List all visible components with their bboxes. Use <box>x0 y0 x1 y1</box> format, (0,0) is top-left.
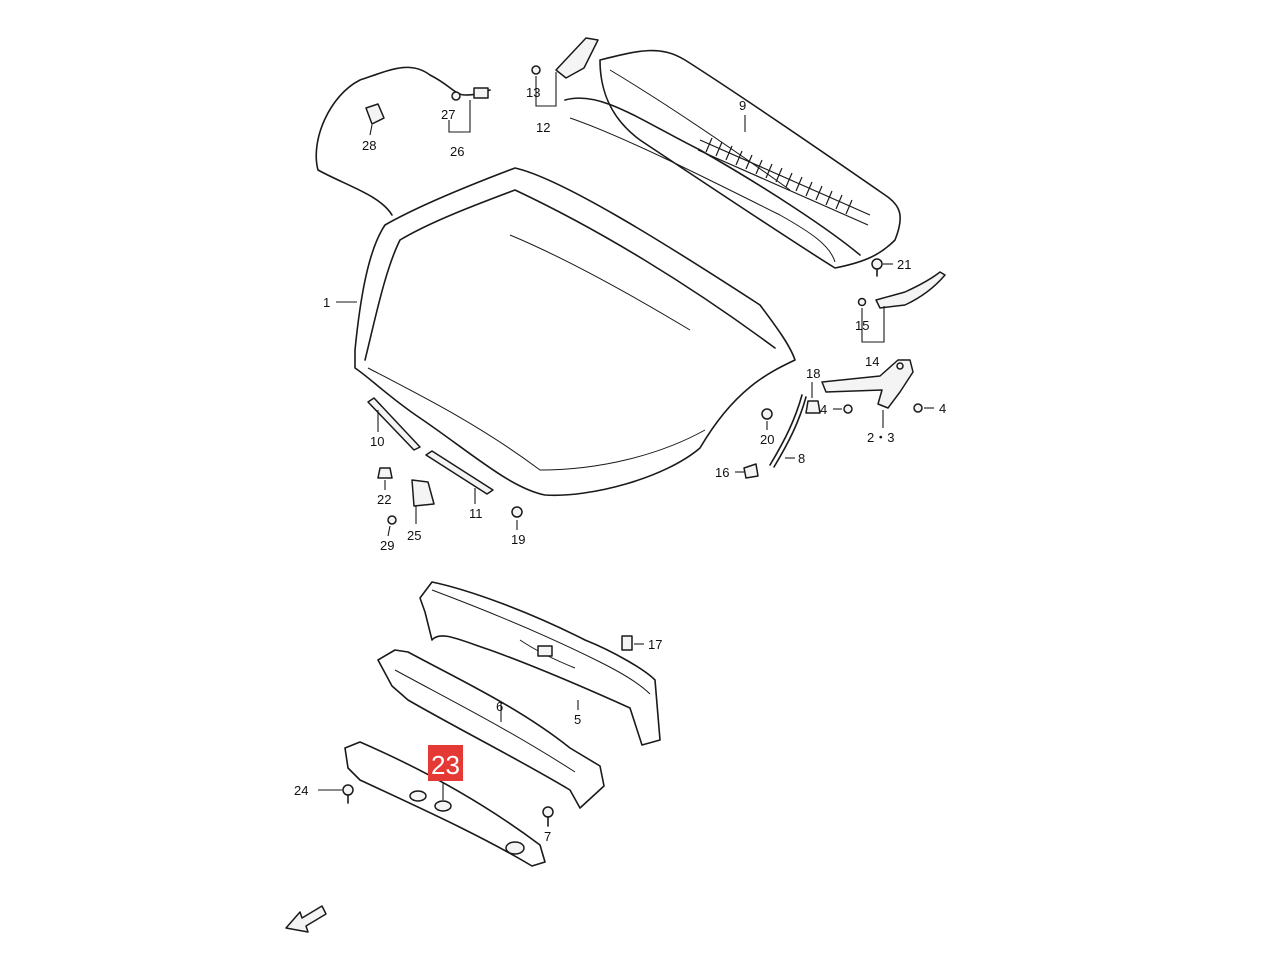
callout-5: 5 <box>574 712 581 727</box>
bolt-7 <box>542 806 554 827</box>
callout-15: 15 <box>855 318 869 333</box>
callout-labels: 1 2・3 4 4 5 6 7 8 9 10 11 12 13 14 15 16… <box>294 85 946 844</box>
callout-18: 18 <box>806 366 820 381</box>
lower-member-23 <box>344 741 546 867</box>
release-cable <box>315 66 491 216</box>
callout-11: 11 <box>469 506 483 521</box>
hood-stay <box>735 382 821 479</box>
bolt-21 <box>871 258 893 277</box>
highlight-box <box>428 745 463 781</box>
cowl-vent-grille <box>697 137 871 226</box>
hood-seals <box>367 397 494 504</box>
callout-7: 7 <box>544 829 551 844</box>
callout-28: 28 <box>362 138 376 153</box>
hood-hinge <box>821 359 934 428</box>
callout-4b: 4 <box>939 401 946 416</box>
highlight-label: 23 <box>431 750 460 780</box>
callout-8: 8 <box>798 451 805 466</box>
callout-19: 19 <box>511 532 525 547</box>
callout-22: 22 <box>377 492 391 507</box>
callout-6: 6 <box>496 699 503 714</box>
clip-28 <box>365 103 385 136</box>
callout-2-3: 2・3 <box>867 430 894 445</box>
upper-radiator-support <box>419 581 661 746</box>
callout-17: 17 <box>648 637 662 652</box>
callout-12: 12 <box>536 120 550 135</box>
callout-1: 1 <box>323 295 330 310</box>
cowl-bracket <box>531 37 599 107</box>
callout-25: 25 <box>407 528 421 543</box>
callout-24: 24 <box>294 783 308 798</box>
bolt-24 <box>318 784 354 804</box>
callout-27: 27 <box>441 107 455 122</box>
callout-4a: 4 <box>820 402 827 417</box>
callout-20: 20 <box>760 432 774 447</box>
hood-panel <box>354 167 796 497</box>
callout-14: 14 <box>865 354 879 369</box>
front-direction-arrow-icon <box>285 905 327 933</box>
callout-16: 16 <box>715 465 729 480</box>
callout-13: 13 <box>526 85 540 100</box>
highlight-callout-23: 23 <box>428 745 463 781</box>
cowl-top-panel <box>564 49 901 269</box>
callout-10: 10 <box>370 434 384 449</box>
hinge-bracket <box>857 271 946 343</box>
center-brace <box>377 649 605 809</box>
callout-29: 29 <box>380 538 394 553</box>
callout-9: 9 <box>739 98 746 113</box>
bumper-stop-17 <box>621 635 644 651</box>
small-fasteners <box>377 467 523 537</box>
callout-26: 26 <box>450 144 464 159</box>
callout-21: 21 <box>897 257 911 272</box>
